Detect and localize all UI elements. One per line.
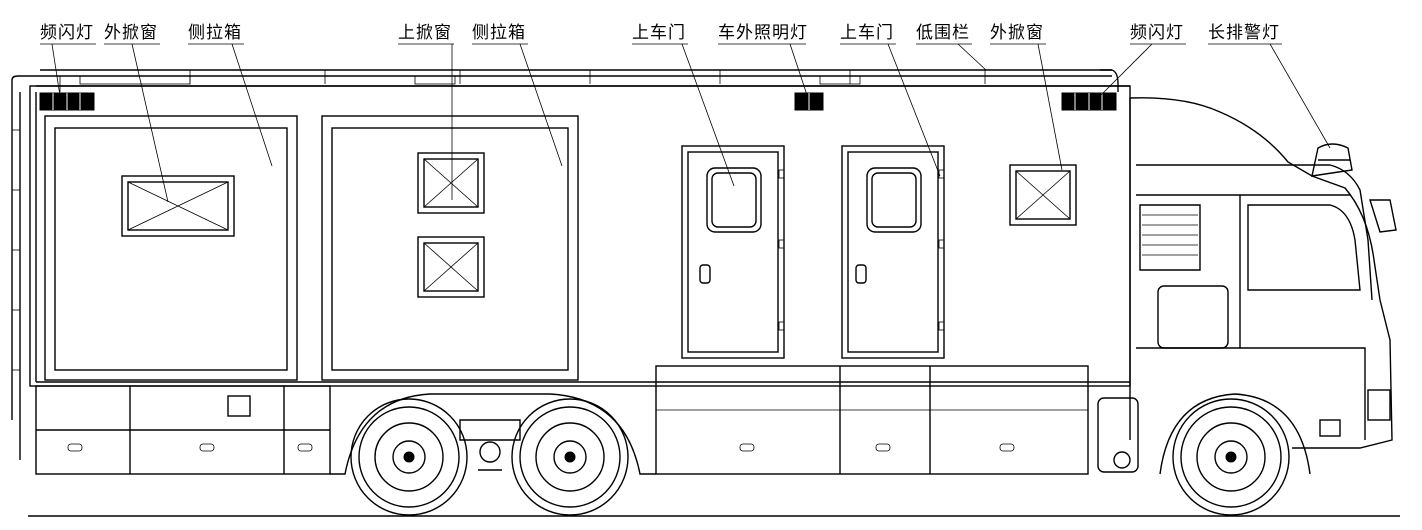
svg-text:上车门: 上车门 (632, 23, 686, 43)
svg-text:外掀窗: 外掀窗 (104, 23, 158, 43)
top-window-lower (417, 236, 485, 298)
svg-text:长排警灯: 长排警灯 (1208, 23, 1280, 43)
svg-text:侧拉箱: 侧拉箱 (472, 23, 526, 43)
light-bar (1311, 143, 1353, 177)
svg-text:频闪灯: 频闪灯 (40, 23, 94, 43)
label-side-box-rear: 侧拉箱 (188, 23, 244, 45)
fuel-tank (1097, 397, 1139, 473)
entry-door-1 (681, 145, 785, 359)
label-side-box-mid: 侧拉箱 (472, 23, 528, 45)
label-light-bar: 长排警灯 (1208, 23, 1282, 45)
leader-lines (51, 43, 1331, 203)
rear-wheel-arch (330, 393, 656, 475)
roof-rail (40, 69, 1119, 92)
svg-text:侧拉箱: 侧拉箱 (188, 23, 242, 43)
lower-compartments-front (655, 365, 1089, 475)
svg-text:低围栏: 低围栏 (916, 23, 970, 43)
label-exterior-light: 车外照明灯 (718, 23, 808, 45)
svg-text:车外照明灯: 车外照明灯 (718, 23, 808, 43)
outer-window-front (1009, 164, 1077, 226)
svg-text:外掀窗: 外掀窗 (990, 23, 1044, 43)
label-outer-window-rear: 外掀窗 (104, 23, 160, 45)
rear-ladder (11, 75, 40, 460)
side-box-rear (44, 115, 298, 381)
rear-suspension (459, 419, 521, 471)
lower-compartments-rear (35, 385, 331, 475)
cab (1129, 97, 1397, 449)
label-strobe-light-front: 频闪灯 (1130, 23, 1186, 45)
rear-wheel-1 (350, 398, 468, 516)
label-low-rail: 低围栏 (916, 23, 972, 45)
outer-window-rear (121, 175, 235, 237)
strobe-light-rear (39, 92, 95, 111)
rear-wheel-2 (511, 398, 629, 516)
label-outer-window-front: 外掀窗 (990, 23, 1046, 45)
label-entry-door-2: 上车门 (840, 23, 896, 45)
entry-door-2 (841, 145, 945, 359)
side-box-mid (321, 115, 579, 381)
label-entry-door-1: 上车门 (632, 23, 688, 45)
exterior-light (794, 92, 824, 111)
svg-text:上车门: 上车门 (840, 23, 894, 43)
front-wheel (1172, 398, 1290, 516)
strobe-light-front (1061, 92, 1117, 111)
top-window-upper (417, 152, 485, 214)
label-strobe-light-rear: 频闪灯 (40, 23, 96, 45)
label-top-window: 上掀窗 (398, 23, 454, 45)
svg-text:频闪灯: 频闪灯 (1130, 23, 1184, 43)
svg-text:上掀窗: 上掀窗 (398, 23, 452, 43)
front-wheel-arch (1159, 393, 1311, 475)
